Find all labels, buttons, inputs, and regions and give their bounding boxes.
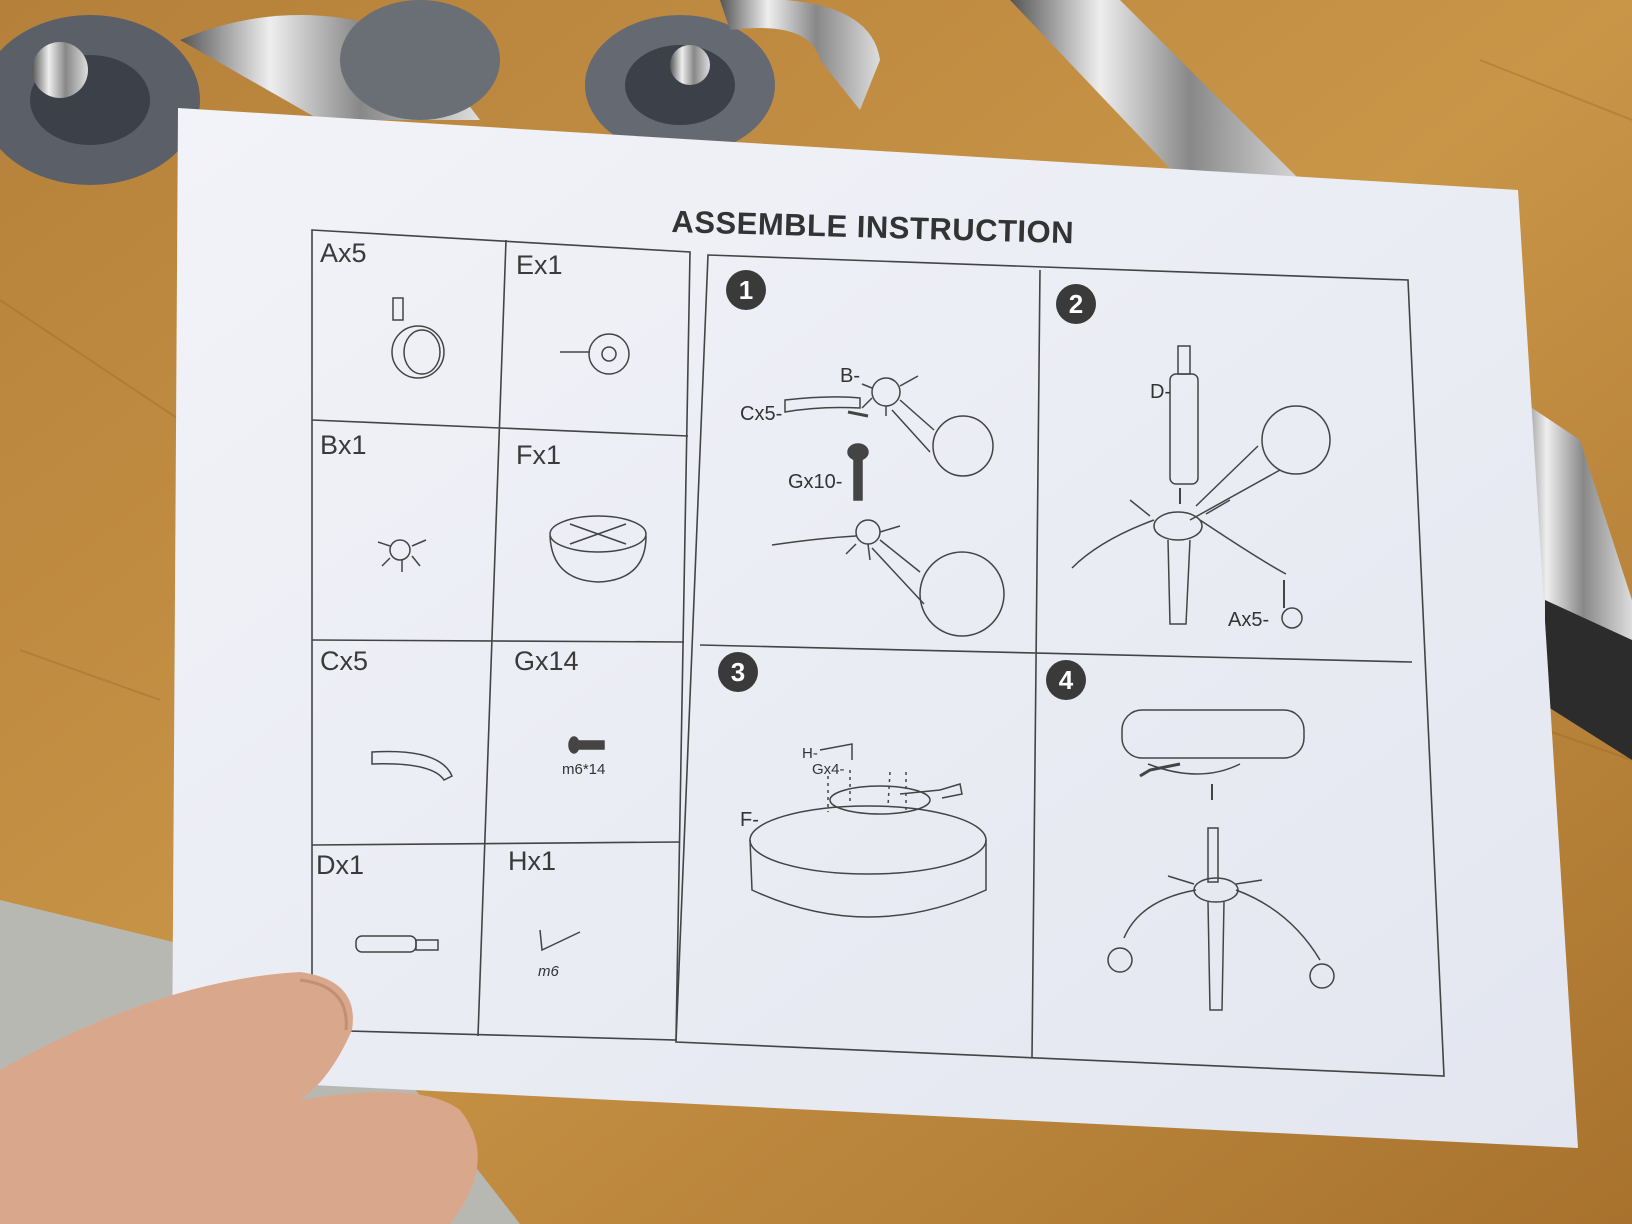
caster-wheel-3	[585, 0, 880, 155]
step3-label-f: F-	[740, 809, 759, 831]
chrome-tube	[1010, 0, 1310, 200]
leg-arm-icon	[371, 750, 453, 781]
part-label-e: Ex1	[516, 250, 563, 280]
step1-label-c: Cx5-	[740, 403, 783, 425]
step2-label-a: Ax5-	[1228, 609, 1270, 631]
step3-label-g: Gx4-	[812, 761, 845, 778]
part-label-c: Cx5	[320, 646, 369, 676]
steps-table	[675, 254, 1445, 1077]
step3-drawing	[749, 743, 987, 918]
step-number-3: 3	[718, 652, 758, 692]
part-label-g: Gx14	[514, 646, 579, 676]
base-plate-icon	[560, 333, 630, 375]
part-label-d: Dx1	[316, 850, 365, 880]
screw-icon	[568, 736, 605, 754]
caster-icon	[391, 297, 445, 379]
part-note-h: m6	[538, 963, 559, 980]
instruction-sheet	[172, 108, 1578, 1148]
part-label-h: Hx1	[508, 846, 557, 876]
step3-label-h: H-	[802, 745, 818, 762]
step2-drawing	[1071, 345, 1331, 629]
star-hub-icon	[377, 539, 427, 572]
part-label-a: Ax5	[320, 238, 367, 268]
step4-drawing	[1107, 709, 1335, 1011]
gas-lift-icon	[355, 935, 439, 953]
step-number-1: 1	[726, 270, 766, 310]
part-label-f: Fx1	[516, 440, 562, 470]
thumb-nail	[299, 978, 348, 1031]
part-label-b: Bx1	[320, 430, 367, 460]
caster-wheel-2	[180, 0, 500, 120]
step1-drawing	[771, 375, 1005, 637]
step-illustrations	[749, 345, 1335, 1011]
step-number-2: 2	[1056, 284, 1096, 324]
step1-label-b: B-	[840, 365, 860, 387]
caster-wheel-1	[0, 15, 200, 185]
part-illustrations	[355, 297, 647, 953]
step-number-4: 4	[1046, 660, 1086, 700]
part-note-g: m6*14	[562, 761, 606, 778]
step2-label-d: D-	[1150, 381, 1172, 403]
allen-key-icon	[539, 929, 581, 952]
seat-cushion-icon	[549, 515, 647, 583]
step1-label-g: Gx10-	[788, 471, 843, 493]
holding-hand	[0, 972, 478, 1224]
